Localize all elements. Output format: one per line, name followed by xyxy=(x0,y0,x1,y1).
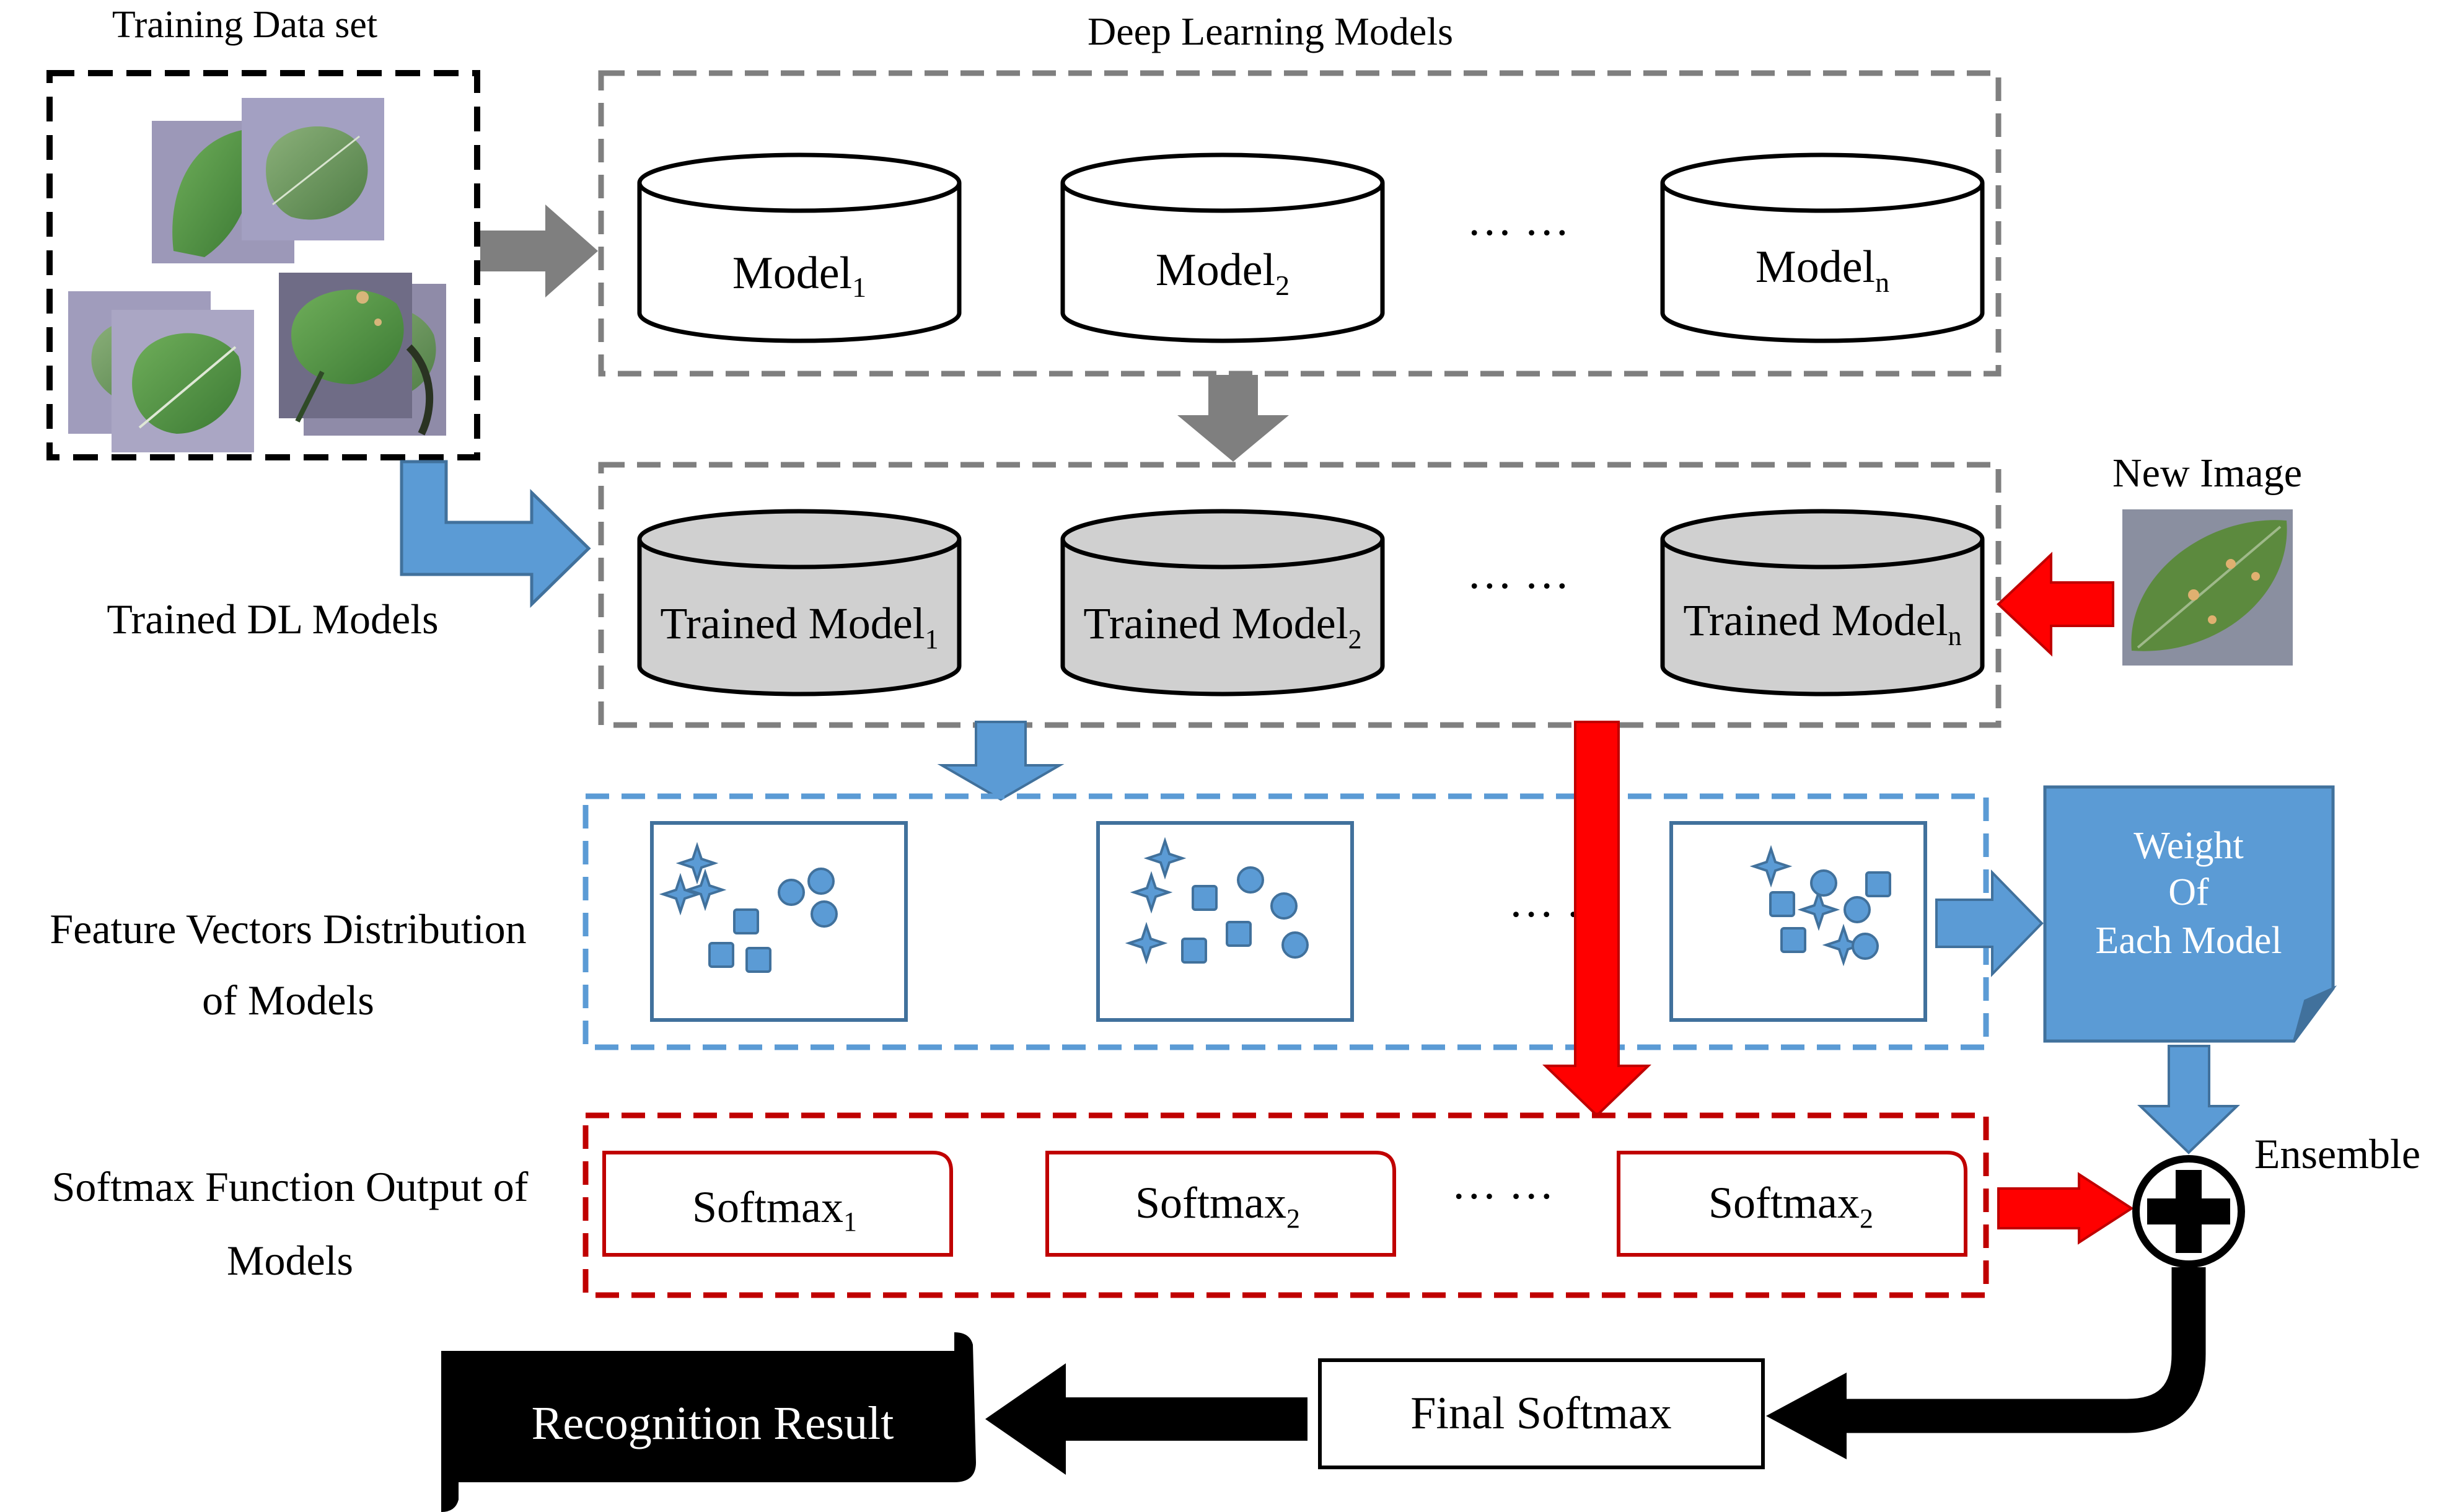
blue-bent-arrow xyxy=(400,460,591,608)
model-subscript: 1 xyxy=(852,271,866,303)
weight-document: Weight Of Each Model xyxy=(2043,785,2337,1043)
svg-text:Model2: Model2 xyxy=(1156,245,1290,301)
svg-text:Model1: Model1 xyxy=(732,248,866,303)
trained-model-cylinder-2: Trained Model2 xyxy=(1060,509,1385,697)
softmax-subscript: 2 xyxy=(1860,1203,1873,1234)
ellipsis-models: ··· ··· xyxy=(1467,208,1570,258)
red-arrow-left xyxy=(1997,552,2114,657)
weight-label-line3: Each Model xyxy=(2095,920,2282,962)
model-subscript: n xyxy=(1875,266,1889,298)
softmax-subscript: 1 xyxy=(843,1207,857,1237)
softmax-card-2: Softmax2 xyxy=(1045,1151,1396,1257)
red-arrow-down xyxy=(1542,721,1651,1117)
model-label: Model xyxy=(1156,245,1275,296)
feature-panel-2 xyxy=(1096,821,1354,1022)
feature-panel-n xyxy=(1669,821,1927,1022)
softmax-output-label-line2: Models xyxy=(227,1237,353,1284)
model-cylinder-2: Model2 xyxy=(1060,152,1385,343)
recognition-result-label: Recognition Result xyxy=(532,1397,894,1449)
leaf-image xyxy=(406,344,434,436)
softmax-subscript: 2 xyxy=(1286,1203,1300,1234)
softmax-box xyxy=(582,1112,1989,1298)
trained-model-subscript: 1 xyxy=(925,624,939,654)
black-arrow-left xyxy=(985,1363,1307,1475)
svg-text:Trained Model1: Trained Model1 xyxy=(660,599,938,654)
softmax-label: Softmax xyxy=(1708,1178,1860,1228)
trained-model-label: Trained Model xyxy=(1083,599,1348,648)
blue-arrow-down xyxy=(937,721,1065,801)
ellipsis-softmax: ··· ··· xyxy=(1451,1171,1554,1222)
svg-text:Trained Modeln: Trained Modeln xyxy=(1683,596,1961,651)
model-label: Model xyxy=(1756,242,1875,292)
training-data-box xyxy=(46,70,480,460)
softmax-output-label-line1: Softmax Function Output of xyxy=(52,1163,529,1210)
feature-vectors-label-line1: Feature Vectors Distribution xyxy=(50,905,526,952)
deep-learning-models-box xyxy=(598,70,2002,377)
trained-model-cylinder-n: Trained Modeln xyxy=(1660,509,1985,697)
model-subscript: 2 xyxy=(1275,270,1290,301)
final-softmax-label: Final Softmax xyxy=(1410,1388,1671,1439)
softmax-label: Softmax xyxy=(692,1182,843,1232)
trained-model-label: Trained Model xyxy=(660,599,925,648)
new-image-leaf xyxy=(2122,509,2293,666)
training-data-label: Training Data set xyxy=(112,4,377,46)
recognition-result-box: Recognition Result xyxy=(441,1332,976,1512)
ensemble-label: Ensemble xyxy=(2254,1130,2420,1177)
black-bent-arrow xyxy=(1766,1267,2206,1459)
svg-text:Softmax1: Softmax1 xyxy=(692,1182,857,1237)
svg-text:Modeln: Modeln xyxy=(1756,242,1889,298)
softmax-label: Softmax xyxy=(1135,1178,1286,1228)
trained-models-box xyxy=(598,462,2002,728)
leaf-image xyxy=(242,98,384,240)
trained-model-label: Trained Model xyxy=(1683,596,1948,645)
svg-text:Trained Model2: Trained Model2 xyxy=(1083,599,1361,654)
deep-learning-models-label: Deep Learning Models xyxy=(1088,9,1453,53)
feature-vectors-label-line2: of Models xyxy=(202,977,374,1024)
model-cylinder-n: Modeln xyxy=(1660,152,1985,343)
blue-arrow-down-weight xyxy=(2137,1045,2240,1154)
trained-dl-models-label: Trained DL Models xyxy=(107,596,438,643)
leaf-image xyxy=(112,310,254,452)
ellipsis-trained: ··· ··· xyxy=(1467,561,1570,612)
model-label: Model xyxy=(732,248,852,299)
softmax-card-n: Softmax2 xyxy=(1617,1151,1967,1257)
trained-model-cylinder-1: Trained Model1 xyxy=(637,509,962,697)
gray-arrow-right xyxy=(480,204,598,297)
feature-panel-1 xyxy=(650,821,908,1022)
trained-model-subscript: n xyxy=(1948,621,1962,651)
ensemble-plus-icon xyxy=(2132,1155,2245,1268)
softmax-card-1: Softmax1 xyxy=(602,1151,953,1257)
final-softmax-box: Final Softmax xyxy=(1318,1358,1765,1469)
svg-text:Softmax2: Softmax2 xyxy=(1708,1178,1873,1234)
trained-model-subscript: 2 xyxy=(1348,624,1362,654)
weight-label-line1: Weight xyxy=(2134,825,2244,867)
leaf-image xyxy=(279,273,412,423)
gray-arrow-down xyxy=(1177,375,1289,462)
blue-arrow-right xyxy=(1935,869,2044,977)
weight-label-line2: Of xyxy=(2168,871,2209,913)
new-image-label: New Image xyxy=(2112,451,2302,496)
red-arrow-right xyxy=(1997,1172,2134,1245)
model-cylinder-1: Model1 xyxy=(637,152,962,343)
svg-text:Softmax2: Softmax2 xyxy=(1135,1178,1300,1234)
